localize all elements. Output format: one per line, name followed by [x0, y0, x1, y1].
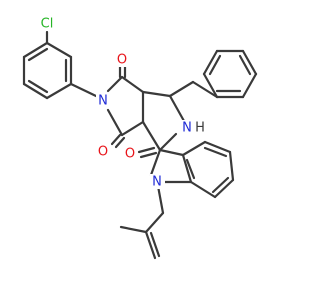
bond [27, 47, 49, 62]
bond [181, 153, 193, 184]
bond [137, 146, 156, 154]
bond [158, 148, 185, 157]
bottom-oxygen-label: O [98, 145, 108, 160]
atom-labels: Cl N O O N H O N [38, 16, 209, 190]
bond [106, 108, 124, 137]
bond [185, 158, 196, 180]
bond [191, 80, 219, 99]
bond [168, 94, 186, 123]
bond [110, 133, 122, 146]
chlorine-label: Cl [41, 17, 54, 32]
bond [181, 140, 207, 157]
bond [139, 151, 158, 159]
amine-hydrogen-label: H [195, 121, 205, 136]
bottom-oxygen-atom: O [96, 144, 111, 160]
bond [228, 150, 235, 182]
bond [241, 72, 258, 99]
bond [156, 184, 165, 215]
top-oxygen-label: O [117, 53, 127, 68]
bond [203, 146, 228, 158]
bond [203, 140, 232, 154]
bond [69, 82, 98, 98]
indole-nitrogen-atom: N [150, 174, 165, 190]
bond [208, 54, 222, 76]
bond [241, 49, 258, 76]
oxindole-oxygen-label: O [125, 147, 135, 162]
bond [27, 79, 49, 94]
bond [114, 136, 126, 149]
bond [189, 180, 217, 199]
bond [141, 90, 172, 98]
bond [238, 54, 252, 76]
bond [45, 82, 73, 100]
bond [168, 80, 195, 98]
bond [144, 230, 157, 260]
bond [22, 82, 49, 100]
bond [213, 178, 235, 199]
bond [106, 75, 124, 93]
molecule-structure: Cl N O O N H O N [22, 16, 258, 260]
chlorine-atom: Cl [38, 16, 56, 32]
imide-nitrogen-label: N [98, 94, 108, 109]
bond [22, 41, 49, 59]
bond [120, 120, 145, 137]
bond [202, 49, 219, 76]
bond [45, 41, 73, 59]
bond [158, 132, 178, 152]
bond [149, 231, 161, 258]
bond [144, 211, 165, 234]
bonds [22, 30, 258, 260]
top-oxygen-atom: O [115, 52, 130, 68]
bond [141, 120, 162, 152]
amine-nitrogen-atom: N H [181, 120, 209, 136]
bond [149, 148, 162, 177]
bond [202, 72, 219, 99]
oxindole-oxygen-atom: O [122, 146, 137, 162]
indole-nitrogen-label: N [152, 175, 162, 190]
amine-nitrogen-label: N [182, 121, 192, 136]
bond [119, 225, 148, 234]
bond [120, 75, 145, 94]
imide-nitrogen-atom: N [96, 93, 111, 109]
bond [211, 176, 230, 194]
